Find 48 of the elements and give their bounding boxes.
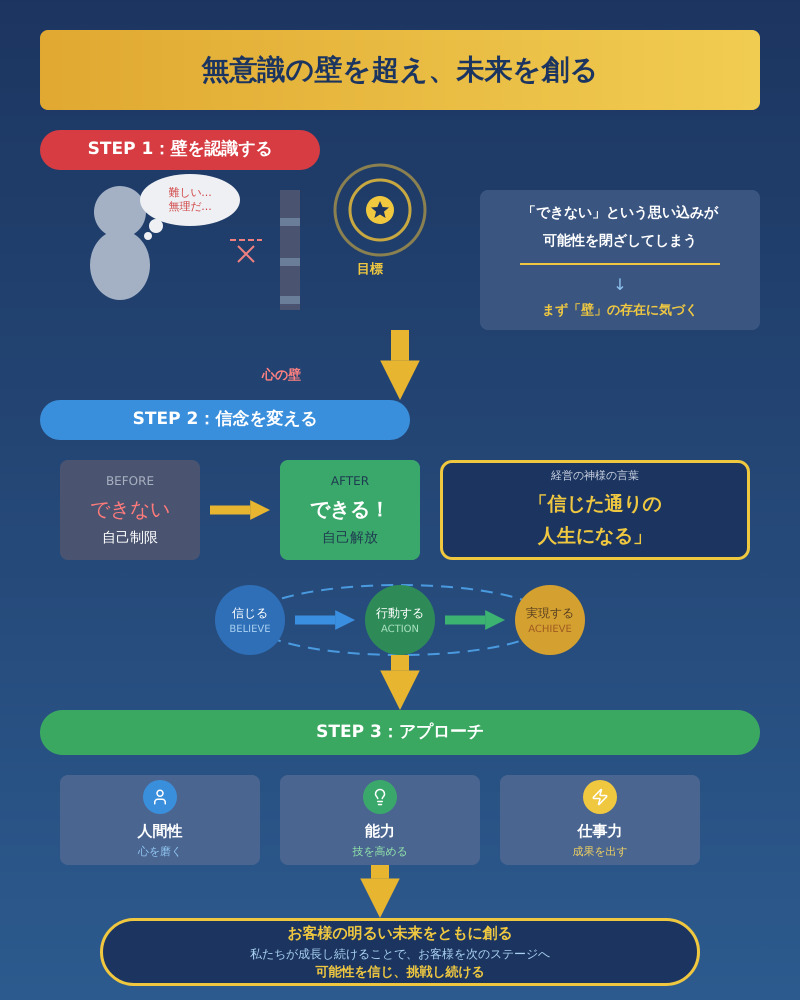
card-subtitle: 技を高める: [352, 844, 408, 860]
down-arrow-glyph: ↓: [613, 274, 627, 296]
card-subtitle: 成果を出す: [572, 844, 628, 860]
card-subtitle: 自己制限: [102, 528, 158, 548]
wall-label: 心の壁: [262, 366, 301, 385]
arrow: [360, 865, 400, 918]
approach-card: [280, 775, 480, 865]
card-subtitle: 心を磨く: [138, 844, 182, 860]
card-label: AFTER: [330, 472, 370, 490]
arrow: [445, 610, 505, 630]
card-title: 人間性: [138, 820, 182, 842]
circle-title: 実現する: [526, 604, 574, 622]
body-text: 「できない」という思い込みが可能性を閉ざしてしまう: [521, 204, 720, 252]
circle-subtitle: ACHIEVE: [528, 622, 572, 636]
info-card: [480, 190, 760, 330]
step-header: [40, 400, 410, 440]
circle-subtitle: BELIEVE: [229, 622, 271, 636]
approach-card: [60, 775, 260, 865]
header-text: STEP 3：アプローチ: [316, 720, 484, 744]
bubble-text: 難しい...無理だ...: [167, 186, 213, 214]
card-title: できない: [90, 496, 170, 522]
approach-card: [500, 775, 700, 865]
circle-title: 行動する: [376, 604, 424, 622]
title-text: 無意識の壁を超え、未来を創る: [202, 52, 598, 88]
goal-tagline: 可能性を信じ、挑戦し続ける: [316, 964, 484, 982]
card-subtitle: 自己解放: [322, 528, 378, 548]
card-title: 能力: [365, 820, 395, 842]
arrow: [380, 330, 420, 400]
arrow: [380, 655, 420, 710]
step-header: [40, 130, 320, 170]
header-text: STEP 1：壁を認識する: [88, 138, 272, 162]
goal-text: 私たちが成長し続けることで、お客様を次のステージへ: [250, 946, 550, 962]
after-card: [280, 460, 420, 560]
quote-card: [440, 460, 750, 560]
circle-subtitle: ACTION: [380, 622, 420, 636]
goal-title: お客様の明るい未来をともに創る: [288, 923, 512, 944]
target-label: 目標: [356, 261, 384, 279]
before-card: [60, 460, 200, 560]
key-point: まず「壁」の存在に気づく: [542, 302, 698, 320]
arrow: [210, 500, 270, 520]
quote-source: 経営の神様の言葉: [551, 468, 639, 484]
header-text: STEP 2：信念を変える: [132, 408, 318, 432]
card-title: できる！: [310, 496, 390, 522]
card-title: 仕事力: [578, 820, 622, 842]
circle-title: 信じる: [232, 604, 268, 622]
step-header: [40, 710, 760, 755]
quote-text: 「信じた通りの人生になる」: [528, 492, 662, 550]
card-label: BEFORE: [106, 472, 154, 490]
